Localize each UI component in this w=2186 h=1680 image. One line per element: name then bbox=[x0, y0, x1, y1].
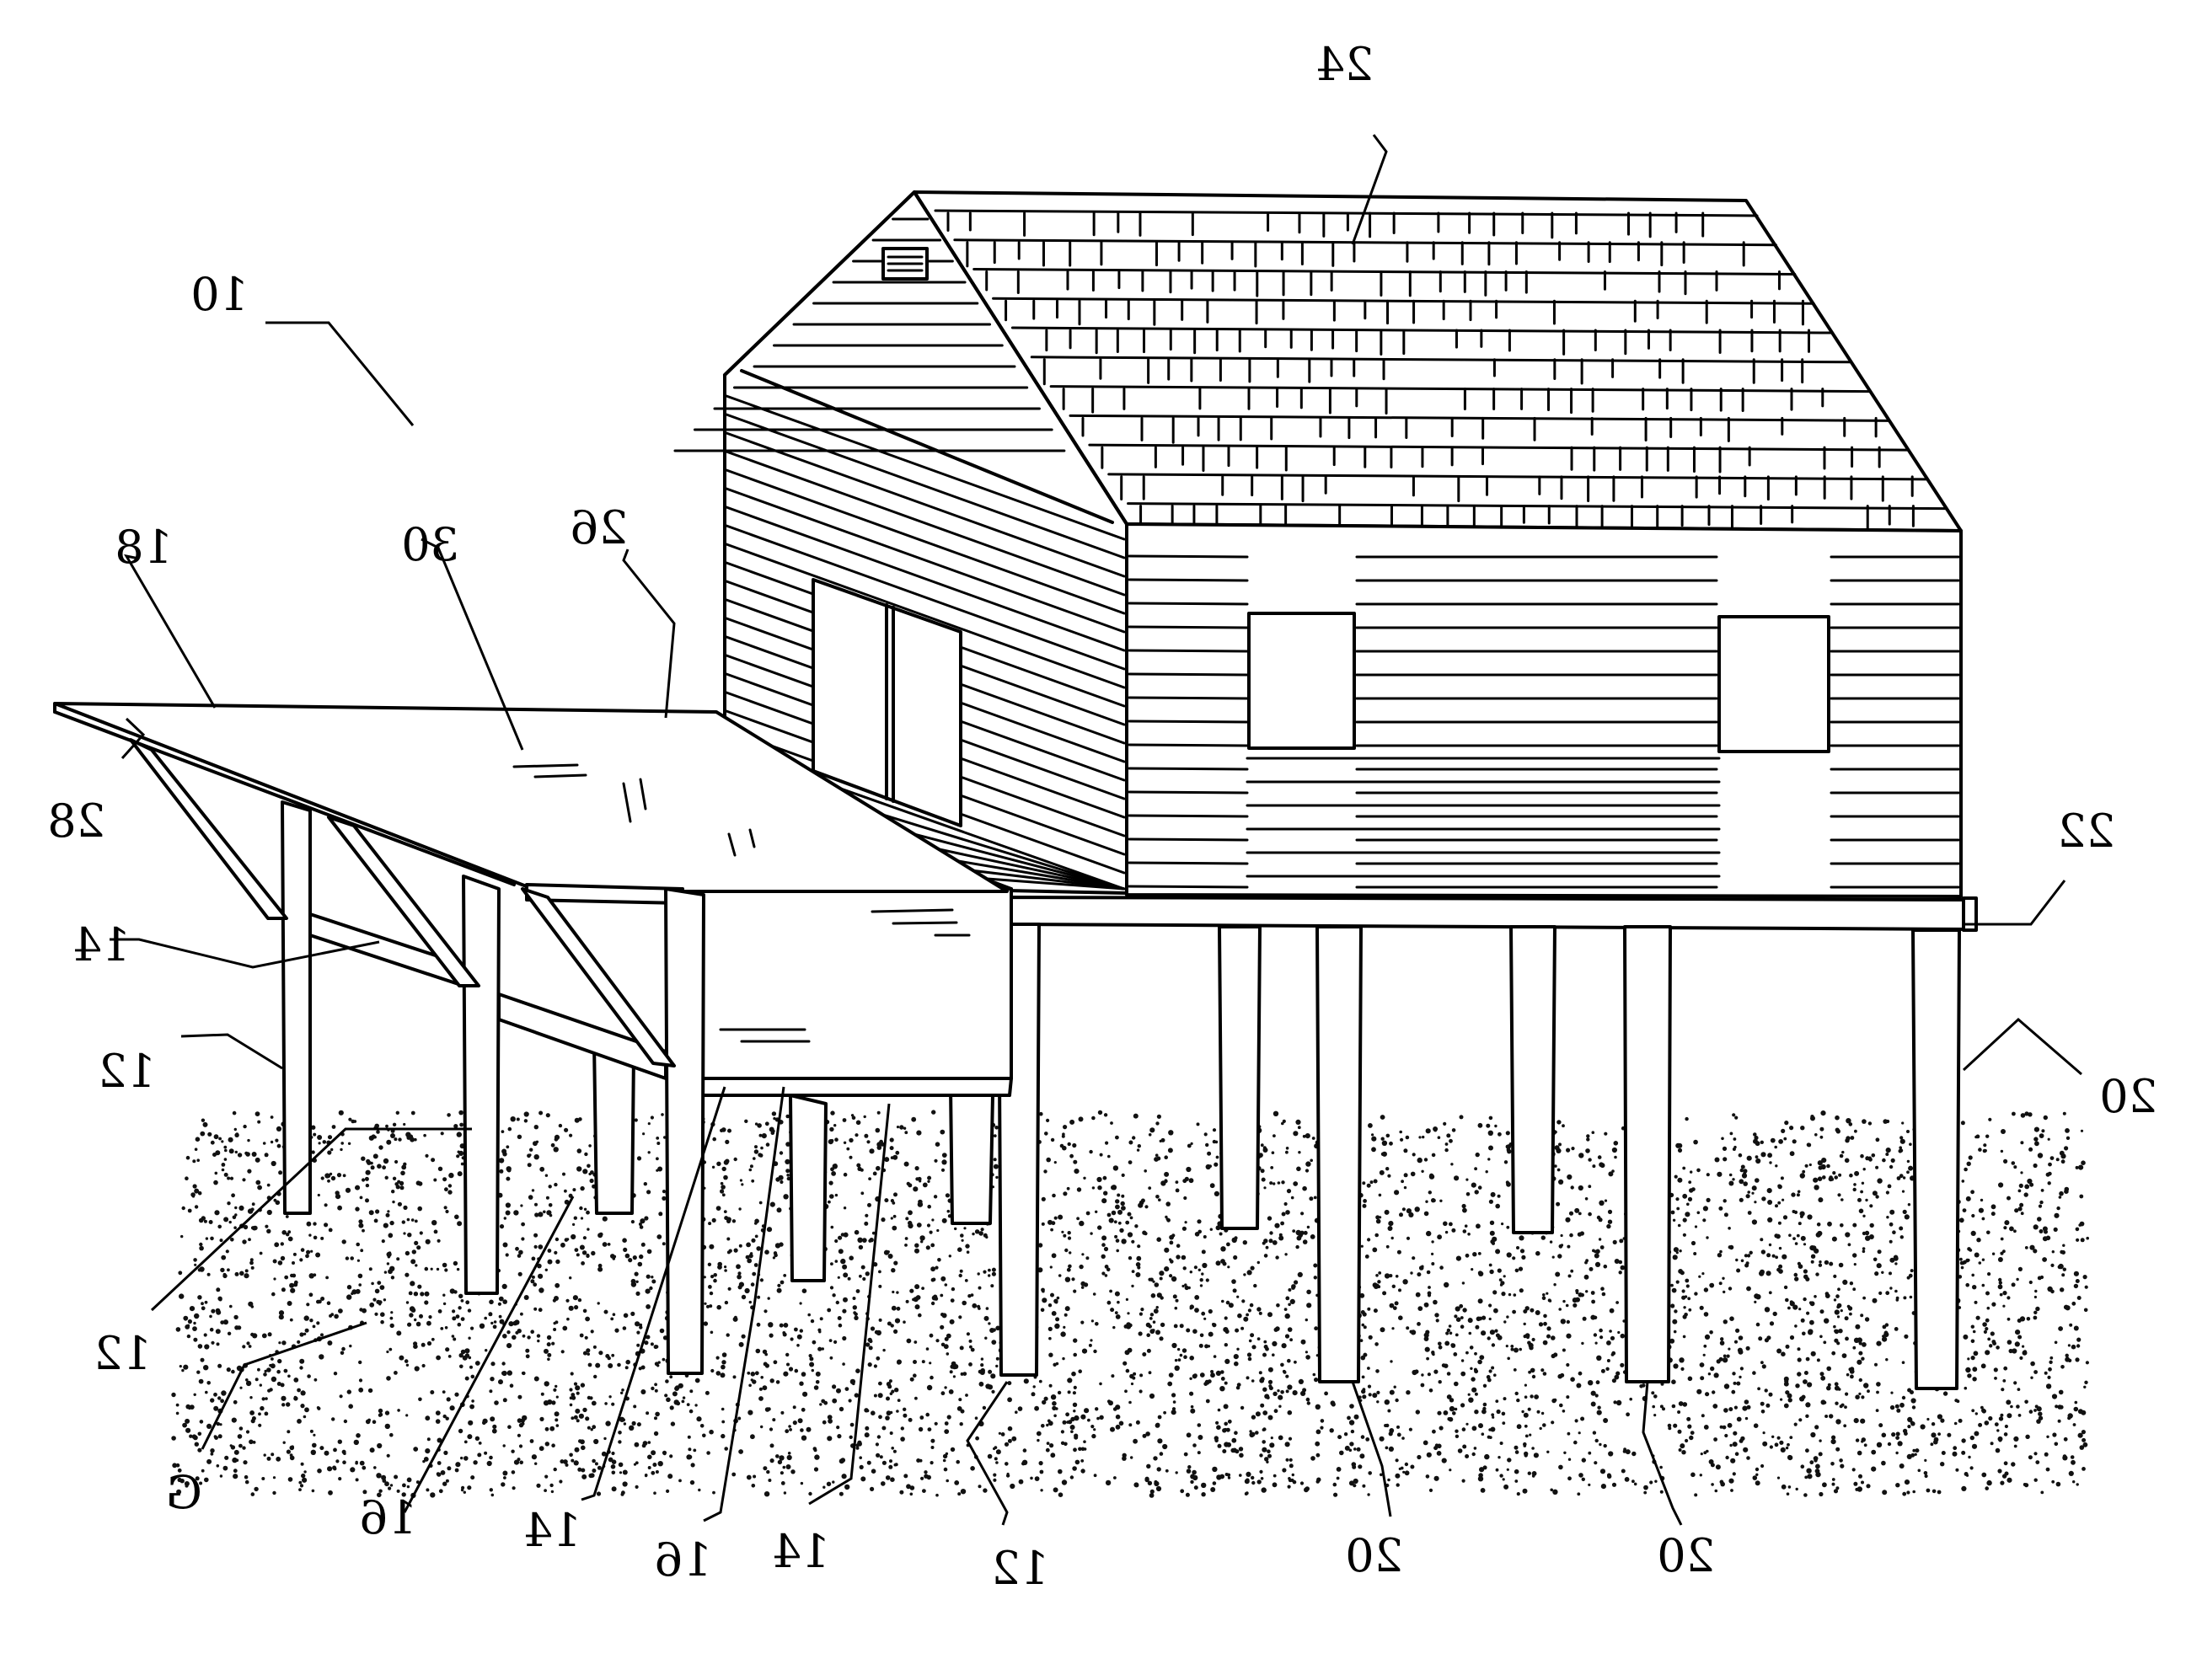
ref-G: G bbox=[166, 1466, 202, 1519]
ref-14-right: 14 bbox=[772, 1525, 830, 1578]
feeder-structure bbox=[53, 702, 1013, 1375]
ref-10: 10 bbox=[190, 268, 249, 321]
ref-12-left: 12 bbox=[98, 1045, 156, 1098]
ref-30: 30 bbox=[401, 518, 459, 571]
gable-wall bbox=[673, 190, 1128, 895]
ref-20-right: 20 bbox=[2099, 1070, 2157, 1123]
ref-12-lower: 12 bbox=[94, 1327, 152, 1380]
ref-20-left: 20 bbox=[1345, 1529, 1403, 1582]
ref-22: 22 bbox=[2057, 805, 2115, 858]
leader-lines bbox=[110, 134, 2082, 1526]
ref-16-left: 16 bbox=[359, 1491, 417, 1544]
ref-18: 18 bbox=[115, 521, 173, 574]
ref-24: 24 bbox=[1315, 38, 1374, 91]
ref-16-mid: 16 bbox=[654, 1533, 712, 1586]
reference-labels: 10 18 30 26 24 28 14 12 12 G 16 14 16 14… bbox=[47, 38, 2157, 1595]
ref-28: 28 bbox=[47, 795, 105, 848]
house-pilings bbox=[997, 923, 1961, 1390]
ref-14-mid: 14 bbox=[523, 1504, 581, 1557]
roof-shingles bbox=[934, 209, 1948, 532]
ground-stipple bbox=[171, 1110, 2089, 1499]
ref-26: 26 bbox=[570, 501, 628, 554]
ref-14-left: 14 bbox=[72, 918, 131, 971]
roof bbox=[913, 190, 1963, 532]
ref-12-right: 12 bbox=[991, 1542, 1049, 1595]
ref-20-mid: 20 bbox=[1657, 1529, 1715, 1582]
side-wall bbox=[1125, 522, 1963, 898]
platform-beam bbox=[1005, 896, 1978, 932]
